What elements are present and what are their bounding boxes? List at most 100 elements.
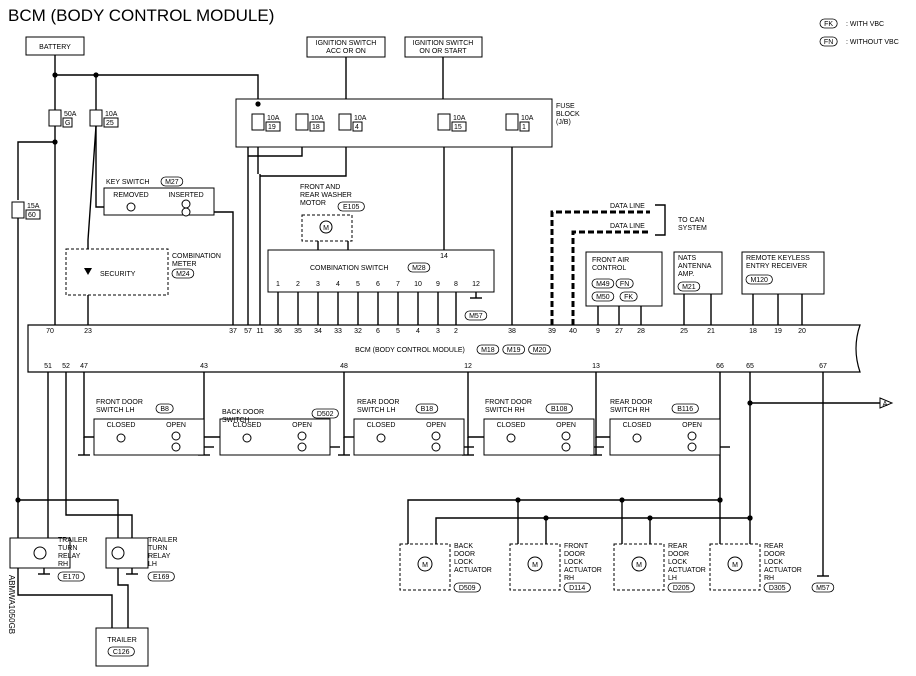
battery-box bbox=[25, 36, 85, 56]
actuator-label: FRONT bbox=[564, 543, 589, 550]
door-col-closed: CLOSED bbox=[233, 422, 262, 429]
bcm-pin-label: 20 bbox=[798, 328, 806, 335]
actuator-label: LOCK bbox=[764, 559, 783, 566]
bcm-connector: M19 bbox=[507, 347, 521, 354]
front-air-connector-badge bbox=[591, 291, 615, 302]
block-fuse-num bbox=[519, 121, 530, 132]
bcm-pin-label: 40 bbox=[569, 328, 577, 335]
door-switch-label: BACK DOOR bbox=[222, 409, 264, 416]
relay-coil-icon bbox=[111, 546, 125, 560]
actuator-motor-icon bbox=[631, 556, 647, 572]
block-fuse-num bbox=[352, 121, 363, 132]
actuator-connector: D114 bbox=[569, 585, 585, 592]
actuator-motor-icon bbox=[417, 556, 433, 572]
door-switch-box bbox=[353, 418, 465, 456]
bcm-pin-label: 34 bbox=[314, 328, 322, 335]
relay-lh-connector-badge bbox=[147, 571, 175, 582]
meter-feed bbox=[87, 125, 97, 325]
block-fuse-rating: 10A bbox=[354, 115, 367, 122]
legend-fn-tag-badge bbox=[819, 36, 838, 47]
bcm-pin-label: 35 bbox=[294, 328, 302, 335]
diagram-title: BCM (BODY CONTROL MODULE) bbox=[8, 6, 275, 25]
relay-rh-connector-badge bbox=[57, 571, 85, 582]
contact-circle bbox=[506, 433, 516, 443]
contact-circle bbox=[171, 442, 181, 452]
contact-circle bbox=[116, 433, 126, 443]
ignition-start-label: IGNITION SWITCH bbox=[413, 40, 474, 47]
bcm-connector: M18 bbox=[481, 347, 495, 354]
combination-switch-pin: 1 bbox=[276, 281, 280, 288]
combination-switch-pin: 8 bbox=[454, 281, 458, 288]
door-switch-wire bbox=[203, 372, 220, 438]
data-line-1 bbox=[550, 210, 650, 325]
washer-connector: E105 bbox=[343, 204, 359, 211]
relay-lh-label: RELAY bbox=[148, 553, 171, 560]
fuse-50a-num bbox=[62, 117, 73, 128]
bcm-pin-label: 9 bbox=[596, 328, 600, 335]
door-switch-connector: D502 bbox=[317, 411, 334, 418]
actuator-connector-badge bbox=[667, 582, 695, 593]
actuator-label: DOOR bbox=[764, 551, 785, 558]
door-switch-box bbox=[93, 418, 205, 456]
relay-rh-label: RH bbox=[58, 561, 68, 568]
fuse-15a-number: 60 bbox=[28, 212, 36, 219]
actuator-label: REAR bbox=[764, 543, 783, 550]
fuse-50a-number: G bbox=[65, 120, 70, 127]
door-switch-connector-badge bbox=[545, 403, 573, 414]
contact-circle bbox=[376, 433, 386, 443]
actuator-label: LH bbox=[668, 575, 677, 582]
security-label: SECURITY bbox=[100, 271, 136, 278]
door-col-closed: CLOSED bbox=[497, 422, 526, 429]
door-switch-label: FRONT DOOR bbox=[96, 399, 143, 406]
junction-dot bbox=[543, 515, 549, 521]
fuse-block-label: (J/B) bbox=[556, 119, 571, 126]
vbc-tag-badge bbox=[619, 291, 638, 302]
washer-motor-label: MOTOR bbox=[300, 200, 326, 207]
contact-circle bbox=[171, 431, 181, 441]
door-col-open: OPEN bbox=[292, 422, 312, 429]
combination-switch-pin: 6 bbox=[376, 281, 380, 288]
junction-dot bbox=[255, 101, 261, 107]
bcm-pin-label: 43 bbox=[200, 363, 208, 370]
door-switch-box bbox=[609, 418, 721, 456]
motor-glyph: M bbox=[636, 562, 642, 569]
block-fuse-number: 15 bbox=[454, 124, 462, 131]
relay-lh-label: TRAILER bbox=[148, 537, 178, 544]
front-air-connector-badge bbox=[591, 278, 615, 289]
fuse-10a-num bbox=[103, 117, 119, 128]
bcm-pin-label: 65 bbox=[746, 363, 754, 370]
relay-rh-label: TURN bbox=[58, 545, 77, 552]
door-switch-label: REAR DOOR bbox=[610, 399, 652, 406]
block-fuse-rating: 10A bbox=[311, 115, 324, 122]
block-fuse-rating: 10A bbox=[267, 115, 280, 122]
battery-label: BATTERY bbox=[39, 44, 71, 51]
door-switch-label: SWITCH LH bbox=[96, 407, 135, 414]
bcm-connector: M20 bbox=[533, 347, 547, 354]
nats-label: AMP. bbox=[678, 271, 694, 278]
bcm-pin-label: 36 bbox=[274, 328, 282, 335]
fuse-50a bbox=[48, 109, 62, 127]
actuator-label: RH bbox=[764, 575, 774, 582]
door-switch-connector-badge bbox=[311, 408, 339, 419]
data-line-label: DATA LINE bbox=[610, 203, 645, 210]
security-indicator-icon bbox=[84, 268, 92, 275]
bcm-pin-label: 19 bbox=[774, 328, 782, 335]
block-fuse bbox=[338, 113, 352, 131]
door-switch-label: SWITCH RH bbox=[610, 407, 650, 414]
door-switch-connector: B116 bbox=[677, 406, 693, 413]
ground-connector-badge bbox=[464, 310, 488, 321]
output-arrow-icon bbox=[879, 397, 894, 409]
relay-feed-lh bbox=[18, 499, 119, 538]
block-fuse bbox=[251, 113, 265, 131]
motor-glyph: M bbox=[422, 562, 428, 569]
relay-lh-ctrl bbox=[65, 372, 133, 538]
block-fuse-rating: 10A bbox=[521, 115, 534, 122]
nats-label: ANTENNA bbox=[678, 263, 712, 270]
key-switch-connector: M27 bbox=[165, 179, 179, 186]
fuse-10a bbox=[89, 109, 103, 127]
fuse-10a-number: 25 bbox=[106, 120, 114, 127]
junction-dot bbox=[15, 497, 21, 503]
washer-connector-badge bbox=[337, 201, 365, 212]
block-fuse bbox=[505, 113, 519, 131]
